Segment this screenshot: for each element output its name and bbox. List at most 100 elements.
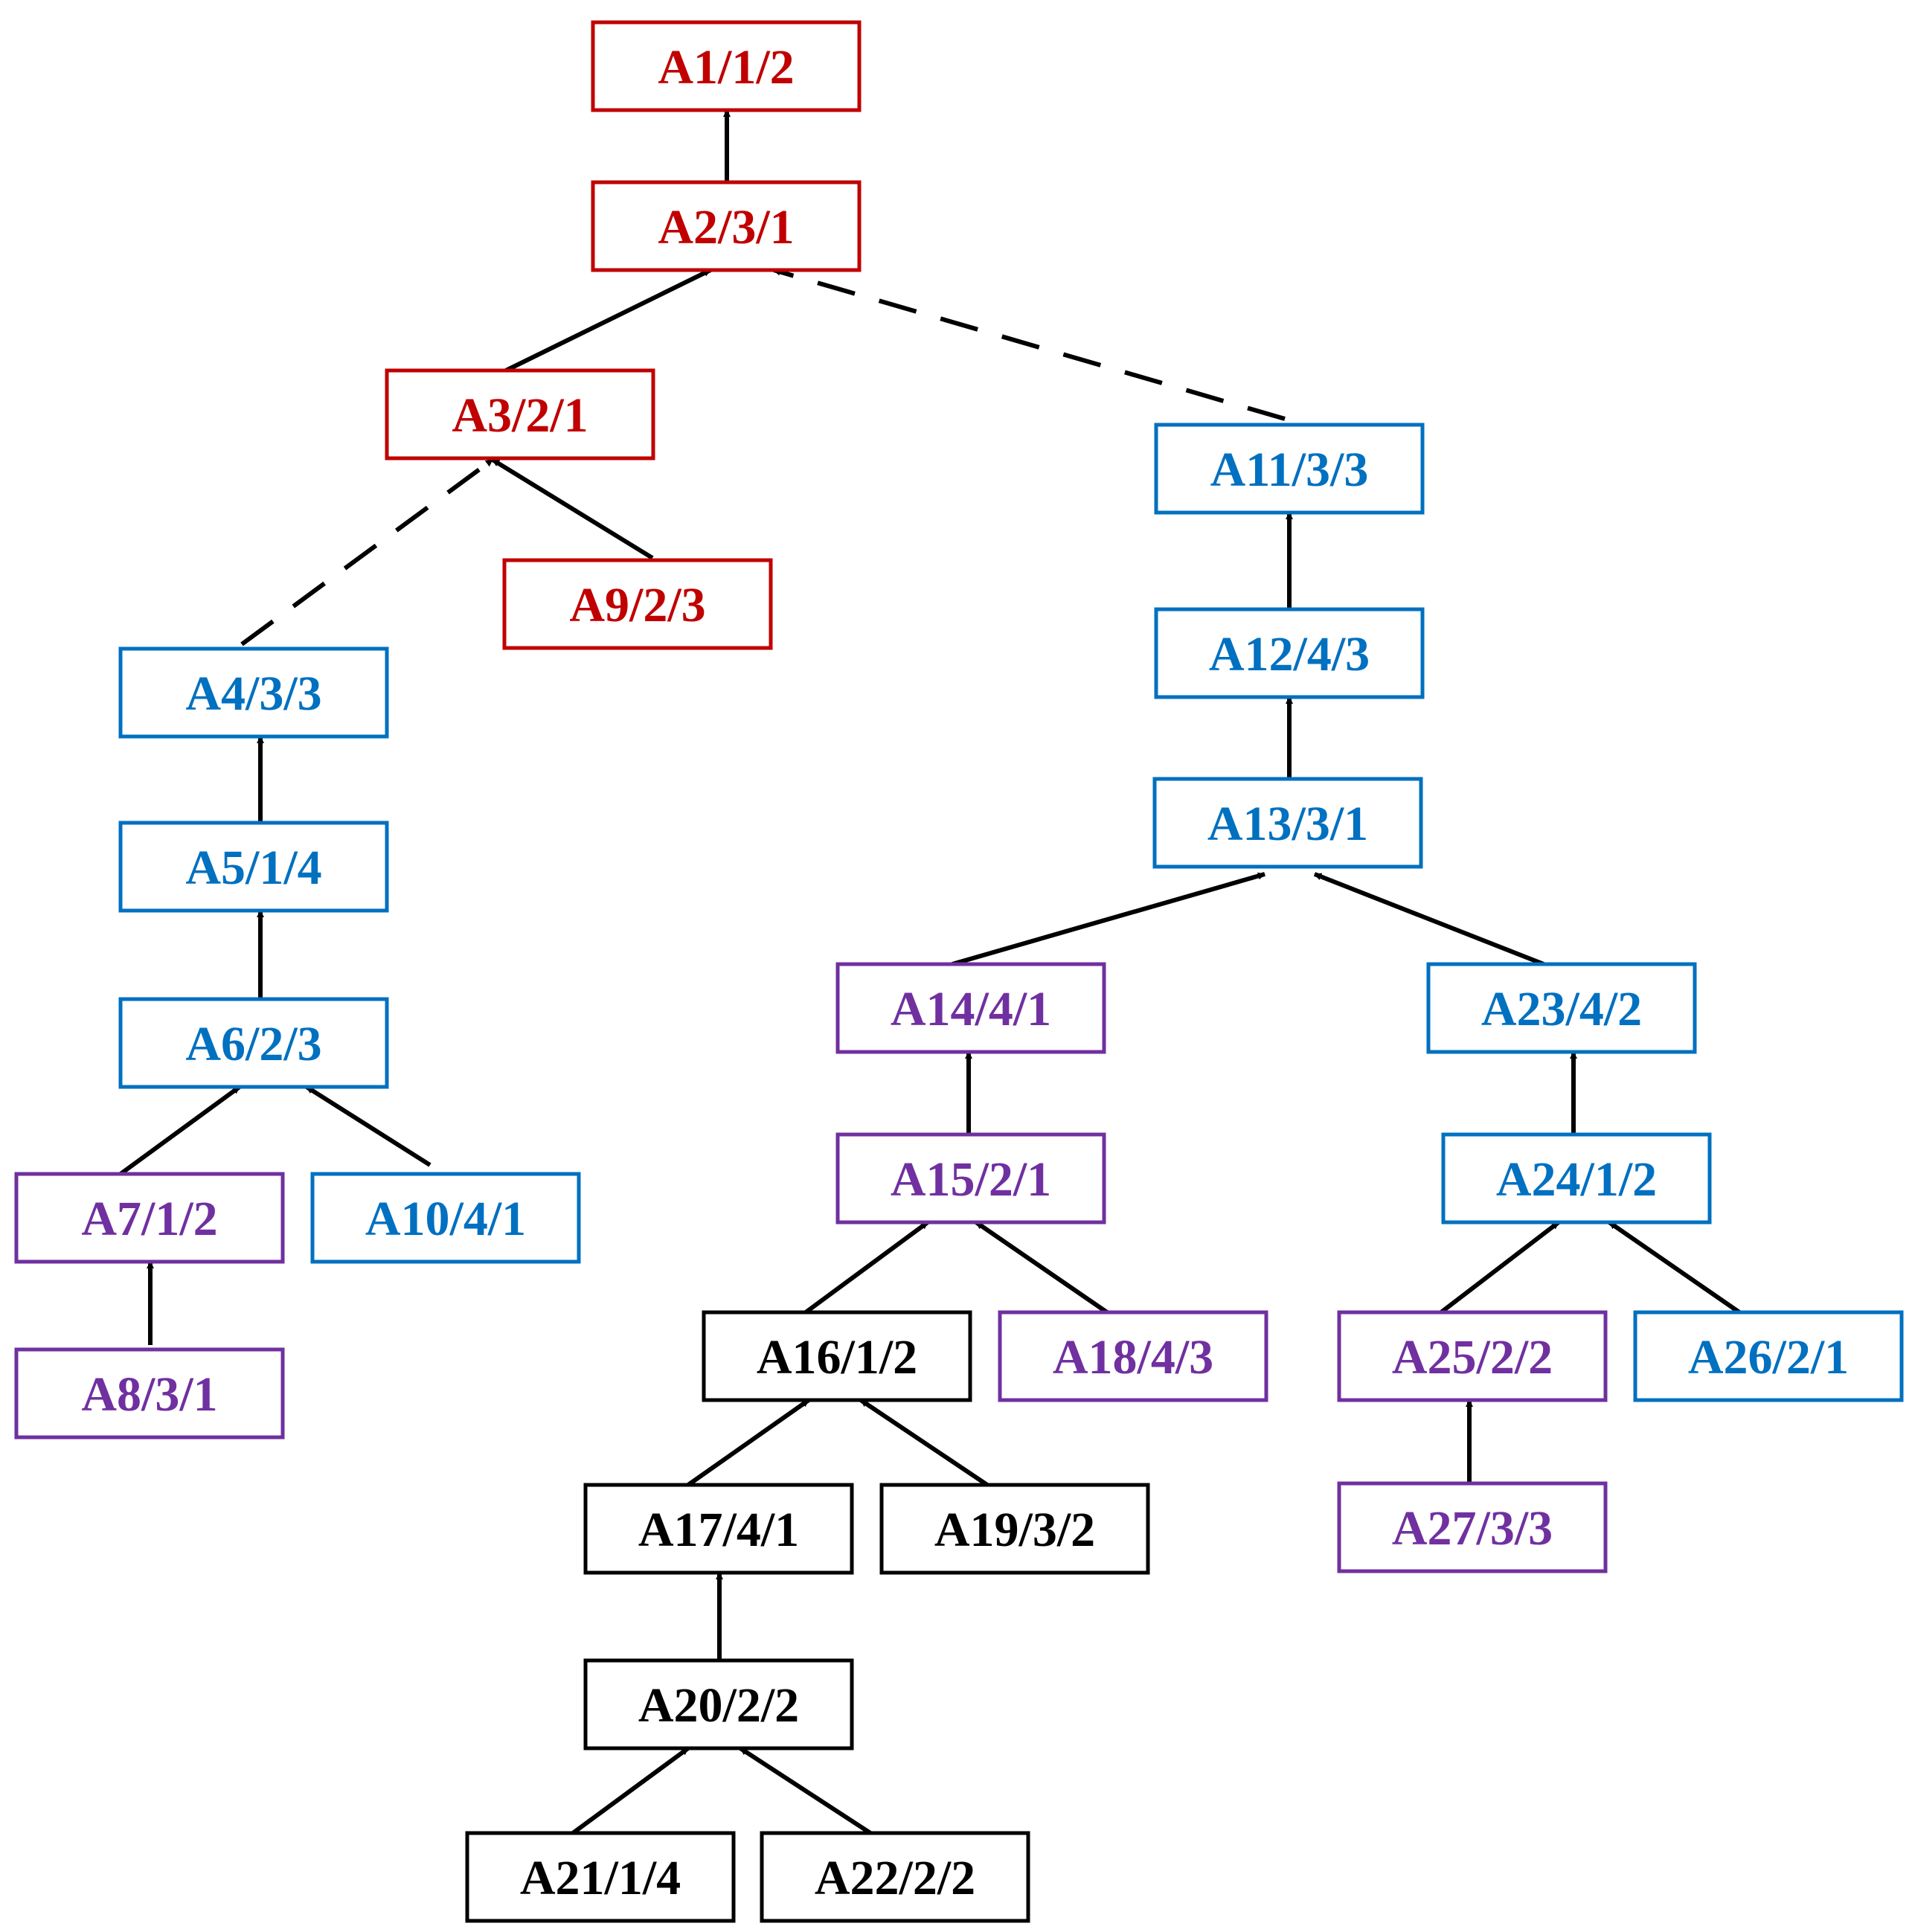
node-box-a19 [879,1483,1150,1575]
node-label-a15: A15/2/1 [891,1152,1051,1207]
nodes-layer: A1/1/2A2/3/1A3/2/1A4/3/3A5/1/4A6/2/3A7/1… [14,20,1904,1923]
edge-a9-to-a3 [491,458,654,560]
node-a5: A5/1/4 [118,821,389,913]
node-a20: A20/2/2 [583,1658,854,1750]
node-box-a13 [1152,777,1423,869]
node-a7: A7/1/2 [14,1172,285,1264]
node-box-a15 [835,1132,1106,1225]
node-a26: A26/2/1 [1633,1310,1904,1402]
node-a21: A21/1/4 [465,1831,736,1923]
edge-a26-to-a24 [1608,1220,1741,1315]
node-a12: A12/4/3 [1154,607,1425,699]
node-box-a3 [385,368,655,460]
node-label-a23: A23/4/2 [1481,982,1642,1036]
edge-a21-to-a20 [571,1746,690,1835]
node-label-a4: A4/3/3 [185,667,321,721]
node-label-a2: A2/3/1 [658,200,794,254]
node-a14: A14/4/1 [835,962,1106,1054]
node-label-a1: A1/1/2 [658,40,794,94]
node-a8: A8/3/1 [14,1347,285,1440]
edge-a25-to-a24 [1440,1220,1560,1315]
node-a15: A15/2/1 [835,1132,1106,1225]
node-label-a7: A7/1/2 [81,1192,217,1246]
node-a19: A19/3/2 [879,1483,1150,1575]
node-box-a16 [702,1310,972,1402]
edge-a10-to-a6 [305,1085,432,1167]
node-a18: A18/4/3 [998,1310,1268,1402]
node-label-a11: A11/3/3 [1210,443,1369,497]
edge-a4-to-a3 [240,458,494,646]
node-box-a5 [118,821,389,913]
node-box-a9 [502,558,773,650]
node-label-a5: A5/1/4 [185,841,321,895]
node-label-a18: A18/4/3 [1053,1330,1213,1384]
node-a23: A23/4/2 [1426,962,1697,1054]
edge-a14-to-a13 [952,872,1265,966]
edge-a17-to-a16 [687,1398,810,1487]
node-box-a21 [465,1831,736,1923]
edge-a7-to-a6 [119,1085,241,1176]
node-a27: A27/3/3 [1337,1481,1608,1573]
node-box-a12 [1154,607,1425,699]
node-box-a17 [583,1483,854,1575]
node-label-a16: A16/1/2 [757,1330,917,1384]
node-a2: A2/3/1 [591,180,862,272]
node-box-a27 [1337,1481,1608,1573]
edge-a23-to-a13 [1313,872,1545,966]
node-a4: A4/3/3 [118,646,389,739]
node-box-a18 [998,1310,1268,1402]
node-a25: A25/2/2 [1337,1310,1608,1402]
node-box-a4 [118,646,389,739]
node-a6: A6/2/3 [118,997,389,1089]
node-a24: A24/1/2 [1441,1132,1712,1225]
edges-layer [119,109,1741,1835]
node-a13: A13/3/1 [1152,777,1423,869]
node-a1: A1/1/2 [591,20,862,112]
node-box-a8 [14,1347,285,1440]
node-label-a3: A3/2/1 [452,388,588,443]
node-box-a11 [1154,423,1425,515]
node-label-a12: A12/4/3 [1209,627,1370,681]
edge-a19-to-a16 [859,1398,989,1487]
node-label-a8: A8/3/1 [81,1367,217,1422]
node-a11: A11/3/3 [1154,423,1425,515]
edge-a3-to-a2 [504,268,712,373]
node-label-a17: A17/4/1 [638,1503,799,1557]
node-label-a10: A10/4/1 [365,1192,526,1246]
node-box-a2 [591,180,862,272]
node-label-a20: A20/2/2 [638,1678,799,1733]
node-box-a26 [1633,1310,1904,1402]
node-box-a23 [1426,962,1697,1054]
node-label-a25: A25/2/2 [1392,1330,1553,1384]
node-label-a6: A6/2/3 [185,1017,321,1071]
node-label-a24: A24/1/2 [1496,1152,1657,1207]
node-a3: A3/2/1 [385,368,655,460]
node-label-a14: A14/4/1 [891,982,1051,1036]
node-box-a24 [1441,1132,1712,1225]
node-label-a21: A21/1/4 [520,1851,681,1905]
node-box-a7 [14,1172,285,1264]
node-label-a13: A13/3/1 [1207,797,1368,851]
node-a9: A9/2/3 [502,558,773,650]
node-box-a20 [583,1658,854,1750]
node-a16: A16/1/2 [702,1310,972,1402]
node-label-a22: A22/2/2 [815,1851,975,1905]
edge-a16-to-a15 [804,1220,929,1315]
node-label-a26: A26/2/1 [1688,1330,1849,1384]
edge-a22-to-a20 [739,1746,872,1835]
node-a10: A10/4/1 [310,1172,581,1264]
node-box-a10 [310,1172,581,1264]
node-box-a25 [1337,1310,1608,1402]
node-box-a14 [835,962,1106,1054]
node-label-a27: A27/3/3 [1392,1501,1553,1556]
edge-a11-to-a2 [773,268,1286,421]
node-box-a1 [591,20,862,112]
node-a17: A17/4/1 [583,1483,854,1575]
edge-a18-to-a15 [975,1220,1109,1315]
node-label-a9: A9/2/3 [569,578,705,632]
node-box-a6 [118,997,389,1089]
node-label-a19: A19/3/2 [934,1503,1095,1557]
node-a22: A22/2/2 [760,1831,1030,1923]
node-box-a22 [760,1831,1030,1923]
